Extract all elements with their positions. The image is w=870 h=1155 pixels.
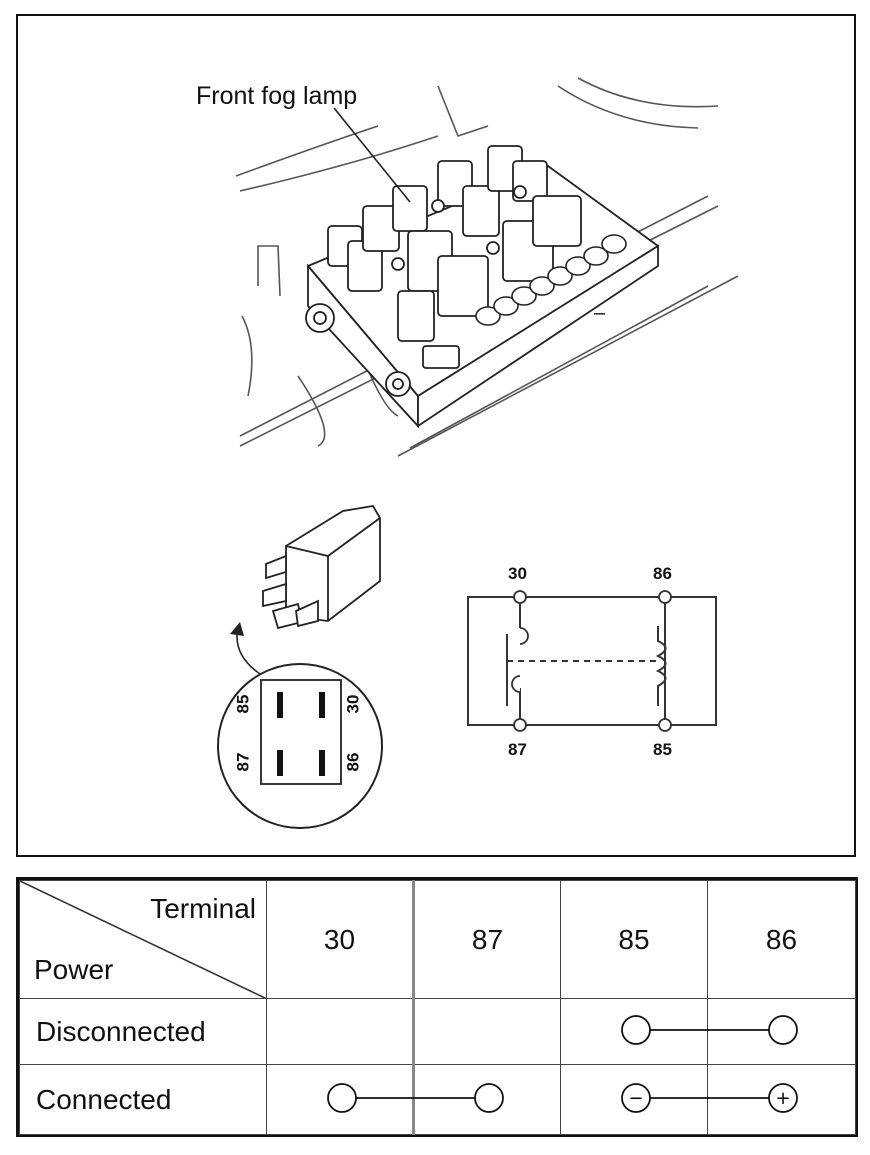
pin-86-blade xyxy=(319,750,325,776)
schematic-terminal-85-label: 85 xyxy=(653,740,672,759)
pin-30-blade xyxy=(319,692,325,718)
relay-schematic xyxy=(467,596,717,726)
table-cell xyxy=(560,998,708,1065)
view-arrowhead xyxy=(230,622,244,636)
schematic-terminal-87-label: 87 xyxy=(508,740,527,759)
column-header: 30 xyxy=(266,880,414,999)
relay-illustration xyxy=(217,77,739,829)
terminal-header: Terminal xyxy=(150,893,256,924)
relay-modules xyxy=(327,145,582,369)
minus-mark: – xyxy=(594,302,606,324)
connector-view xyxy=(217,663,383,829)
row-label: Disconnected xyxy=(19,998,267,1065)
table-cell xyxy=(707,1064,856,1135)
mounting-bolts xyxy=(305,185,527,397)
table-corner-cell: Terminal Power xyxy=(19,880,267,999)
schematic-terminal-30-label: 30 xyxy=(508,564,527,583)
schematic-terminal-86-label: 86 xyxy=(653,564,672,583)
callout-leader xyxy=(333,107,411,203)
table-cell xyxy=(266,998,414,1065)
connector-pin-87-label: 87 xyxy=(233,752,253,772)
column-header: 85 xyxy=(560,880,708,999)
row-label: Connected xyxy=(19,1064,267,1135)
connector-pin-30-label: 30 xyxy=(343,694,363,714)
table-header-row: Terminal Power 30 87 85 86 xyxy=(19,880,856,999)
table-cell xyxy=(560,1064,708,1135)
power-header: Power xyxy=(34,954,114,985)
continuity-table: Terminal Power 30 87 85 86 Disconnected … xyxy=(16,877,858,1137)
table-row-connected: Connected xyxy=(19,1064,856,1135)
fuse-row xyxy=(475,234,627,326)
relay-part xyxy=(262,505,381,630)
table-cell xyxy=(412,998,561,1065)
table-cell xyxy=(266,1064,414,1135)
relay-figure: Front fog lamp – 30 86 87 85 85 30 87 86 xyxy=(16,14,856,857)
table-cell xyxy=(412,1064,561,1135)
schematic-terminals xyxy=(511,590,672,732)
table-row-disconnected: Disconnected xyxy=(19,998,856,1065)
pin-87-blade xyxy=(277,750,283,776)
column-header: 86 xyxy=(707,880,856,999)
pin-85-blade xyxy=(277,692,283,718)
table-cell xyxy=(707,998,856,1065)
connector-pin-86-label: 86 xyxy=(343,752,363,772)
column-header: 87 xyxy=(412,880,561,999)
connector-pin-85-label: 85 xyxy=(233,694,253,714)
front-fog-lamp-label: Front fog lamp xyxy=(196,82,358,110)
